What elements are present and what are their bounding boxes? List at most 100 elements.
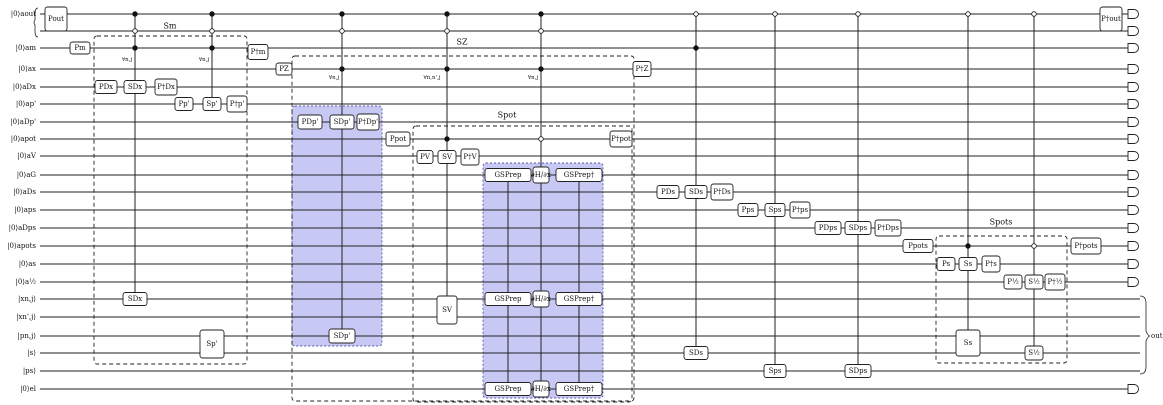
gate-label: Sps bbox=[769, 367, 782, 375]
gate-groups bbox=[93, 35, 1068, 403]
measurement-icon bbox=[1127, 134, 1139, 144]
control-dot bbox=[965, 243, 971, 249]
control-dot bbox=[444, 28, 450, 34]
gate-box bbox=[460, 148, 480, 166]
measurements bbox=[1127, 9, 1139, 394]
highlight-region bbox=[482, 162, 604, 399]
control-dot bbox=[132, 45, 138, 51]
gate-label: P†ps bbox=[792, 206, 809, 214]
measurement-icon bbox=[1127, 43, 1139, 53]
gate-label: P†pots bbox=[1074, 242, 1098, 250]
gate-box bbox=[555, 168, 603, 182]
gate-box bbox=[44, 6, 68, 32]
register-label: |0⟩a½ bbox=[15, 278, 36, 286]
gate-box bbox=[814, 221, 842, 235]
register-label: |s⟩ bbox=[27, 349, 36, 357]
qubit-wires bbox=[40, 13, 1151, 390]
gate-box bbox=[981, 255, 1001, 273]
gate-label: P†p' bbox=[230, 100, 245, 108]
gate-box bbox=[122, 292, 148, 306]
control-lines bbox=[132, 11, 1037, 389]
gate-box bbox=[737, 203, 759, 217]
control-dot bbox=[1031, 11, 1037, 17]
gate-label: SDps bbox=[849, 224, 868, 232]
gate-box bbox=[902, 239, 934, 253]
register-label: |0⟩aout bbox=[11, 10, 36, 18]
gate-box bbox=[609, 130, 633, 148]
gate-label: P½ bbox=[1007, 278, 1019, 286]
measurement-icon bbox=[1127, 151, 1139, 161]
gate-box bbox=[1070, 237, 1102, 255]
measurement-icon bbox=[1127, 384, 1139, 394]
output-label: out bbox=[1151, 332, 1163, 340]
gate-box bbox=[437, 150, 457, 164]
gate-box bbox=[958, 257, 978, 271]
gate-label: ∂H/∂x bbox=[531, 295, 551, 303]
control-dot bbox=[339, 11, 345, 17]
gate-label: Pm bbox=[74, 44, 86, 52]
control-dot bbox=[209, 11, 215, 17]
gate-box bbox=[532, 380, 550, 398]
quantifier-note: ∀n,j bbox=[122, 56, 133, 63]
gate-label: SDx bbox=[128, 83, 142, 91]
control-dot bbox=[1031, 243, 1037, 249]
control-dot bbox=[209, 28, 215, 34]
group-label: SZ bbox=[456, 38, 467, 47]
quantifier-note: ∀n,j bbox=[199, 56, 210, 63]
group-label: Spot bbox=[498, 111, 517, 120]
gate-label: P†out bbox=[1101, 15, 1121, 23]
gate-box bbox=[484, 382, 532, 396]
gate-box bbox=[202, 97, 222, 111]
gate-label: P†V bbox=[463, 153, 477, 161]
measurement-icon bbox=[1127, 241, 1139, 251]
gate-box bbox=[174, 97, 194, 111]
gate-label: Ss bbox=[964, 339, 973, 347]
gate-label: P†m bbox=[251, 48, 266, 56]
group-label: Sm bbox=[163, 22, 176, 31]
gate-box bbox=[710, 183, 734, 201]
gate-label: P†s bbox=[985, 260, 997, 268]
measurement-icon bbox=[1127, 82, 1139, 92]
register-label: |0⟩aG bbox=[17, 171, 37, 179]
gate-label: S½ bbox=[1028, 278, 1040, 286]
measurement-icon bbox=[1127, 187, 1139, 197]
gate-box bbox=[275, 62, 293, 76]
register-label: |0⟩am bbox=[16, 44, 37, 52]
output-bracket bbox=[1139, 295, 1151, 375]
measurement-icon bbox=[1127, 259, 1139, 269]
gate-label: Sps bbox=[769, 206, 782, 214]
gate-label: ∂H/∂x bbox=[531, 171, 551, 179]
measurement-icon bbox=[1127, 26, 1139, 36]
gate-label: GSPrep† bbox=[564, 171, 595, 179]
register-label: |0⟩aDps bbox=[9, 224, 37, 232]
gate-box bbox=[329, 114, 355, 130]
gate-label: SV bbox=[442, 306, 453, 314]
register-label: |0⟩aps bbox=[14, 206, 36, 214]
gate-box bbox=[69, 41, 91, 55]
control-dot bbox=[693, 11, 699, 17]
gate-label: PDs bbox=[661, 188, 675, 196]
gate-label: P†Dp' bbox=[358, 118, 378, 126]
gate-box bbox=[484, 292, 532, 306]
gate-box bbox=[328, 328, 356, 344]
measurement-icon bbox=[1127, 99, 1139, 109]
register-label: |0⟩aDs bbox=[13, 188, 36, 196]
gate-label: SDps bbox=[849, 367, 868, 375]
gate-label: Ppots bbox=[908, 242, 928, 250]
control-dot bbox=[855, 11, 861, 17]
control-dot bbox=[339, 28, 345, 34]
control-dot bbox=[693, 45, 699, 51]
measurement-icon bbox=[1127, 117, 1139, 127]
register-label: |0⟩aV bbox=[17, 152, 37, 160]
register-label: |0⟩el bbox=[20, 385, 37, 393]
gate-label: S½ bbox=[1028, 349, 1040, 357]
gate-box bbox=[1024, 345, 1044, 361]
register-label: |0⟩ap' bbox=[16, 100, 36, 108]
control-dot bbox=[132, 28, 138, 34]
measurement-icon bbox=[1127, 9, 1139, 19]
control-dot bbox=[132, 11, 138, 17]
gate-box bbox=[356, 113, 380, 131]
gate-label: PDp' bbox=[302, 118, 319, 126]
